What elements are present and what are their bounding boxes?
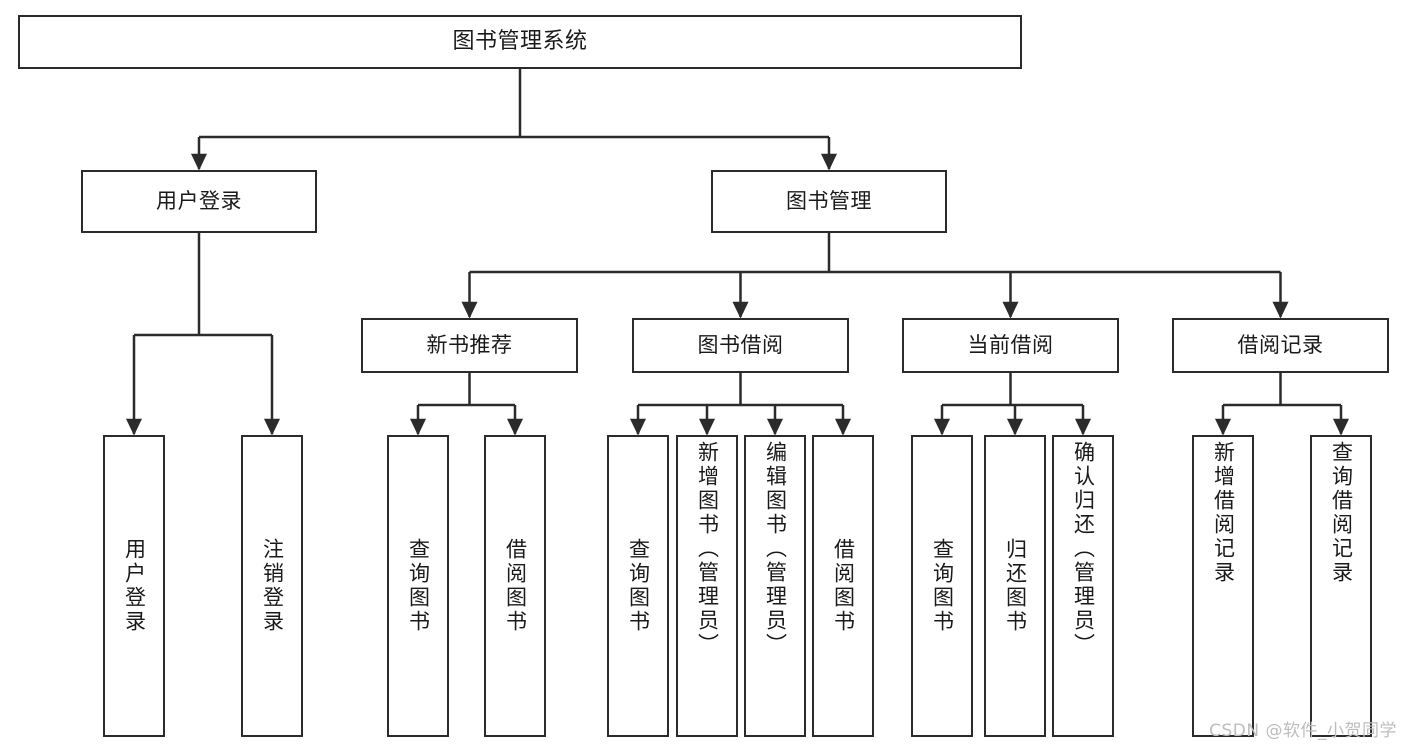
node-label: 归还图书: [1003, 538, 1028, 634]
node-新增借阅记录-l4_11[interactable]: 新增借阅记录: [1192, 435, 1254, 737]
node-归还图书-l4_9[interactable]: 归还图书: [984, 435, 1046, 737]
node-图书管理-l2_1[interactable]: 图书管理: [711, 170, 947, 233]
node-label: 图书借阅: [697, 333, 784, 358]
node-label: 新增图书（管理员）: [695, 441, 720, 657]
node-label: 查询图书: [626, 538, 651, 634]
node-注销登录-l4_1[interactable]: 注销登录: [241, 435, 303, 737]
node-label: 确认归还（管理员）: [1071, 441, 1096, 657]
node-label: 借阅记录: [1237, 333, 1324, 358]
node-查询借阅记录-l4_12[interactable]: 查询借阅记录: [1310, 435, 1372, 737]
node-查询图书-l4_4[interactable]: 查询图书: [607, 435, 669, 737]
node-编辑图书管理员-l4_6[interactable]: 编辑图书（管理员）: [744, 435, 806, 737]
node-label: 新增借阅记录: [1211, 441, 1236, 585]
node-label: 用户登录: [156, 189, 242, 214]
node-label: 注销登录: [260, 538, 285, 634]
node-label: 当前借阅: [967, 333, 1054, 358]
node-借阅记录-l3_3[interactable]: 借阅记录: [1172, 318, 1389, 373]
node-label: 借阅图书: [503, 538, 528, 634]
node-用户登录-l2_0[interactable]: 用户登录: [81, 170, 317, 233]
node-新书推荐-l3_0[interactable]: 新书推荐: [361, 318, 578, 373]
node-新增图书管理员-l4_5[interactable]: 新增图书（管理员）: [676, 435, 738, 737]
node-借阅图书-l4_3[interactable]: 借阅图书: [484, 435, 546, 737]
node-label: 借阅图书: [831, 538, 856, 634]
node-确认归还管理员-l4_10[interactable]: 确认归还（管理员）: [1052, 435, 1114, 737]
node-label: 图书管理: [786, 189, 872, 214]
node-图书借阅-l3_1[interactable]: 图书借阅: [632, 318, 849, 373]
node-label: 新书推荐: [426, 333, 513, 358]
node-label: 编辑图书（管理员）: [763, 441, 788, 657]
edge-group: [125, 69, 1350, 436]
node-图书管理系统-root[interactable]: 图书管理系统: [18, 15, 1022, 69]
node-查询图书-l4_2[interactable]: 查询图书: [387, 435, 449, 737]
node-label: 用户登录: [122, 538, 147, 634]
node-当前借阅-l3_2[interactable]: 当前借阅: [902, 318, 1119, 373]
node-label: 查询图书: [406, 538, 431, 634]
node-label: 图书管理系统: [452, 29, 588, 55]
node-查询图书-l4_8[interactable]: 查询图书: [911, 435, 973, 737]
node-label: 查询图书: [930, 538, 955, 634]
node-用户登录-l4_0[interactable]: 用户登录: [103, 435, 165, 737]
node-label: 查询借阅记录: [1329, 441, 1354, 585]
node-借阅图书-l4_7[interactable]: 借阅图书: [812, 435, 874, 737]
